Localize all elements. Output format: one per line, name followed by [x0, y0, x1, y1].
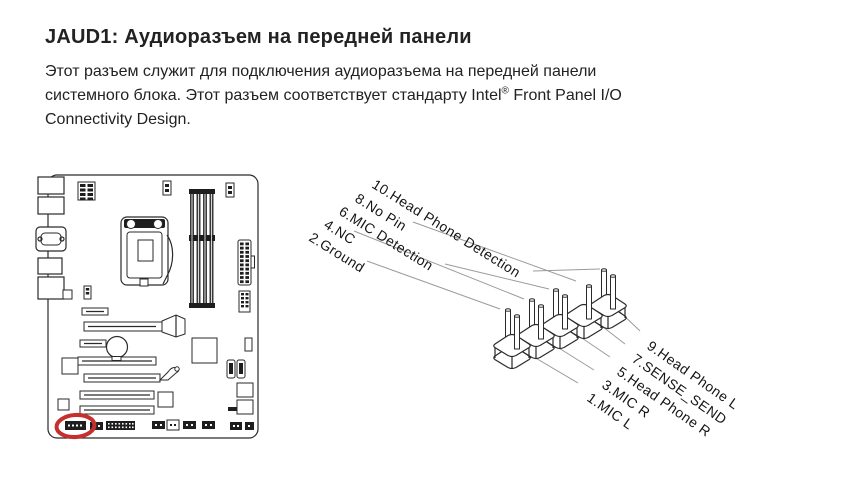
- body-line-2-text: системного блока. Этот разъем соответств…: [45, 87, 502, 104]
- jaud1-connector: [65, 421, 86, 430]
- jaud1-pinout-diagram: 10.Head Phone Detection 8.No Pin 6.MIC D…: [306, 176, 742, 440]
- atx-power-connector: [237, 239, 255, 286]
- registered-trademark-symbol: ®: [501, 85, 509, 97]
- pin-9: [610, 274, 616, 310]
- chipset: [191, 337, 218, 364]
- small-jumper: [62, 289, 73, 300]
- wide-header: [106, 421, 135, 430]
- pin-5: [562, 294, 568, 330]
- battery: [105, 335, 129, 361]
- pcie-x16-slot-2: [83, 366, 180, 383]
- cpu-power-connector: [77, 181, 96, 201]
- pin-1: [514, 314, 520, 350]
- sata-ports: [226, 337, 254, 415]
- pcie-x16-slot: [83, 314, 186, 338]
- pin-3: [538, 304, 544, 340]
- usb3-header: [238, 290, 251, 313]
- body-paragraph: Этот разъем служит для подключения аудио…: [45, 60, 815, 132]
- fan-header-2: [225, 182, 235, 198]
- fan-header: [162, 180, 172, 196]
- body-line-3: Connectivity Design.: [45, 111, 191, 128]
- pin-block-1-2: [493, 308, 531, 370]
- pin-labels-bottom: 9.Head Phone L 7.SENSE_SEND 5.Head Phone…: [584, 337, 742, 440]
- io-ports: [35, 176, 73, 300]
- pin-labels-top: 10.Head Phone Detection 8.No Pin 6.MIC D…: [306, 176, 523, 281]
- cpu-socket: [120, 216, 174, 287]
- leader-lines-top: [353, 221, 601, 310]
- body-line-2: системного блока. Этот разъем соответств…: [45, 84, 815, 108]
- motherboard-diagram: [35, 174, 259, 440]
- front-panel-header: [83, 285, 92, 300]
- page-title: JAUD1: Аудиоразъем на передней панели: [45, 26, 472, 48]
- body-line-2-tail: Front Panel I/O: [508, 87, 622, 104]
- vga-port: [35, 226, 67, 252]
- bottom-headers: [65, 407, 254, 431]
- dimm-slots: [189, 189, 215, 308]
- jaud1-highlight-ellipse: [54, 412, 97, 440]
- body-line-1: Этот разъем служит для подключения аудио…: [45, 63, 597, 80]
- pin-7: [586, 284, 592, 320]
- jaud1-header-drawing: [493, 268, 627, 370]
